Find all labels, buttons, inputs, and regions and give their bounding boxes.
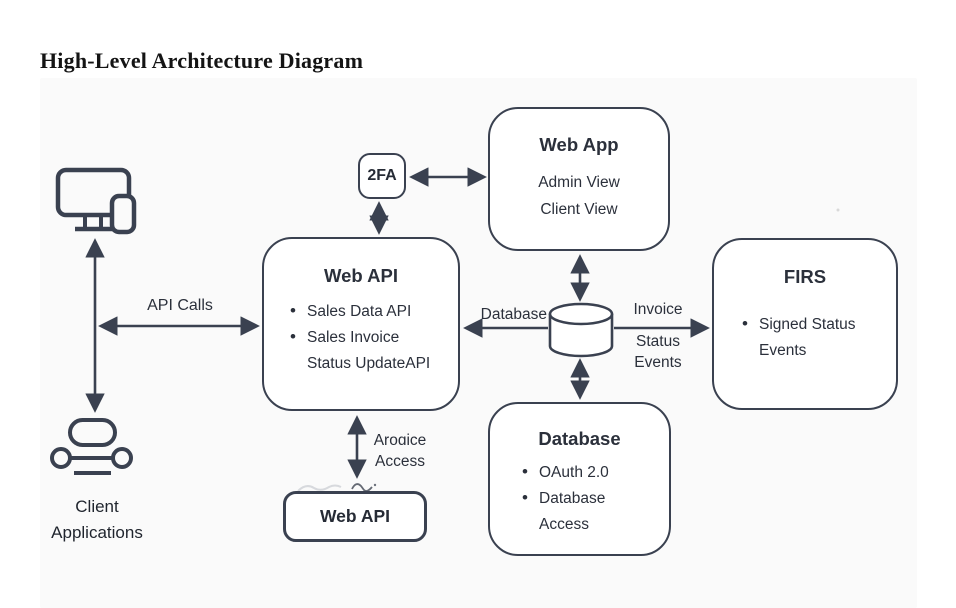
web-app-item-admin-view: Admin View [538,174,620,191]
label-api-calls: API Calls [147,297,213,314]
database-bullet-oauth: OAuth 2.0 [522,459,634,486]
node-web-api: Web API Sales Data API Sales Invoice Sta… [262,237,460,411]
web-api-bullet-sales-data: Sales Data API [290,298,440,325]
node-database: Database OAuth 2.0 Database Access [488,402,671,556]
node-title: Web API [319,506,390,526]
label-database-link: Database [480,306,547,323]
web-app-item-client-view: Client View [540,201,618,218]
node-firs: FIRS Signed Status Events [712,238,898,410]
node-title: Database [538,428,621,449]
node-web-app: Web App Admin View Client View [488,107,670,251]
database-bullet-access: Database Access [522,485,634,538]
web-api-bullet-sales-invoice: Sales Invoice Status UpdateAPI [290,324,440,377]
label-invoice-status-events: Invoice Status Events [633,301,683,371]
node-title: Web API [323,265,398,286]
firs-bullet-signed-status: Signed Status Events [742,311,882,364]
node-2fa: 2FA [358,153,406,199]
node-title: FIRS [783,266,827,287]
node-web-api-secondary: Web API [283,491,427,542]
label-aroice-access: Aroɑice Access [373,432,427,470]
page-title: High-Level Architecture Diagram [40,48,364,73]
node-title: 2FA [367,167,397,184]
node-title: Web App [539,134,619,155]
label-client-applications: Client Applications [51,497,143,542]
